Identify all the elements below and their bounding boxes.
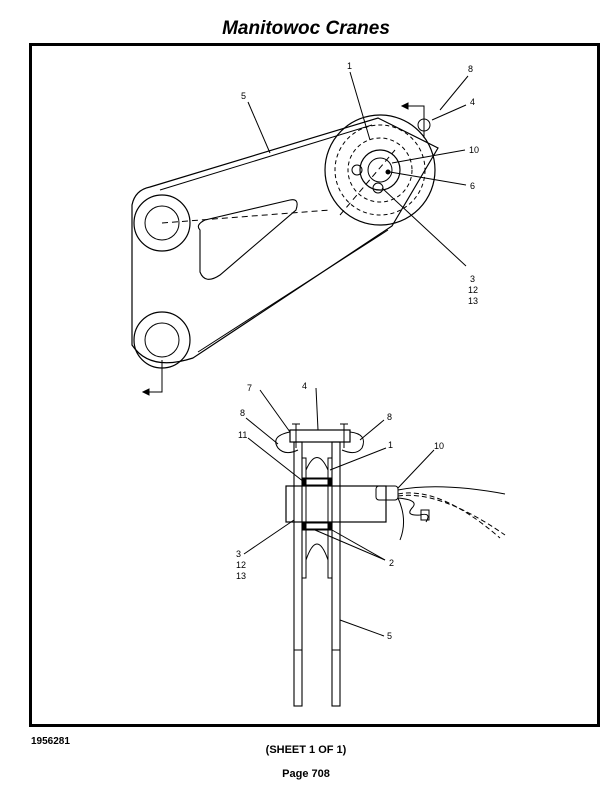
leader-5 <box>247 101 271 154</box>
sheave-arc-bottom <box>305 543 329 561</box>
callout-10-bottom: 10 <box>434 441 444 451</box>
clevis-right <box>331 649 341 707</box>
sensor-cable-1 <box>397 486 506 495</box>
section-arrowhead-top <box>400 102 409 110</box>
section-arrow-bottom <box>143 360 163 393</box>
upper-pin-outer <box>133 194 191 252</box>
centerline-dashed <box>161 209 331 224</box>
leader-b2a <box>314 529 386 561</box>
inner-plate-right <box>327 457 333 579</box>
callout-4-bottom: 4 <box>302 381 307 391</box>
sheave-pin <box>367 157 393 183</box>
arm-assembly-top-view <box>131 71 469 396</box>
retainer-strap <box>397 497 404 541</box>
cap-bolt-right <box>340 423 348 448</box>
callout-6: 6 <box>470 181 475 191</box>
page-title: Manitowoc Cranes <box>222 18 390 39</box>
page-number: Page 708 <box>282 768 330 780</box>
callout-8-right: 8 <box>387 412 392 422</box>
clevis-left <box>293 649 303 707</box>
sheave-dashed-1 <box>334 124 426 216</box>
side-plate-left <box>293 441 303 707</box>
upper-pin-inner <box>144 205 180 241</box>
leader-b1 <box>329 447 387 471</box>
leader-4 <box>431 104 467 121</box>
leader-1 <box>349 71 371 141</box>
callout-1-bottom: 1 <box>388 440 393 450</box>
leader-b8b <box>359 419 385 441</box>
inner-plate-left <box>301 457 307 579</box>
leader-10 <box>391 149 466 164</box>
retainer-bolt-2 <box>372 182 384 194</box>
section-arrowhead-bottom <box>141 388 150 396</box>
leader-b8a <box>245 417 279 445</box>
leader-8 <box>439 75 469 111</box>
arm-edge-line <box>159 124 373 191</box>
leader-b10 <box>397 449 435 489</box>
sheave-hub <box>359 149 401 191</box>
sheave-outer <box>324 114 436 226</box>
lower-pin-outer <box>133 311 191 369</box>
centerline-diag <box>339 149 396 216</box>
callout-5: 5 <box>241 91 246 101</box>
lockwire-left <box>275 431 299 454</box>
leader-6 <box>389 171 467 186</box>
callout-3: 3 <box>470 274 475 284</box>
callout-5-bottom: 5 <box>387 631 392 641</box>
top-callouts: 1 5 8 4 10 6 3 12 13 <box>241 61 479 306</box>
side-plate-right <box>331 441 341 707</box>
cap-bolt-left <box>292 423 300 448</box>
sensor-body <box>375 485 399 501</box>
callout-12: 12 <box>468 285 478 295</box>
hub-block <box>285 485 387 523</box>
drawing-frame <box>29 43 600 727</box>
leader-b7 <box>259 389 291 433</box>
callout-13: 13 <box>468 296 478 306</box>
leader-b11 <box>247 437 305 483</box>
cap-plate <box>289 429 351 443</box>
sheave-arc-top <box>305 457 329 471</box>
callout-13-bottom: 13 <box>236 571 246 581</box>
sensor-plug <box>420 509 430 521</box>
callout-3-bottom: 3 <box>236 549 241 559</box>
callout-8: 8 <box>468 64 473 74</box>
callout-4: 4 <box>470 97 475 107</box>
callout-1: 1 <box>347 61 352 71</box>
sensor-wire <box>397 497 429 523</box>
lower-bushing-hatch <box>305 522 329 530</box>
retainer-bolt-1 <box>351 164 363 176</box>
lower-pin-inner <box>144 322 180 358</box>
arm-lower-edge <box>197 229 389 353</box>
bottom-callouts: 7 4 8 8 11 1 10 3 12 13 2 5 <box>236 381 444 641</box>
callout-10: 10 <box>469 145 479 155</box>
sheave-dashed-2 <box>347 137 413 203</box>
lockwire-right <box>341 431 364 454</box>
arm-cutout <box>197 199 298 280</box>
sensor-cable-3 <box>397 492 501 539</box>
sheet-label: (SHEET 1 OF 1) <box>265 744 347 756</box>
sensor-cable-2 <box>397 494 506 536</box>
callout-11: 11 <box>238 430 247 440</box>
upper-bushing-hatch <box>305 478 329 486</box>
callout-8-left: 8 <box>240 408 245 418</box>
drawing-number: 1956281 <box>31 736 70 747</box>
leader-b5 <box>339 619 385 637</box>
callout-7: 7 <box>247 383 252 393</box>
callout-2: 2 <box>389 558 394 568</box>
leader-b4 <box>315 387 319 431</box>
leader-b3 <box>243 519 295 555</box>
arm-assembly-section-view <box>243 387 506 707</box>
hub-divider <box>301 486 333 522</box>
sheave-grease-fitting <box>385 169 391 175</box>
section-arrow-top <box>402 105 425 118</box>
leader-b2b <box>331 529 386 561</box>
callout-12-bottom: 12 <box>236 560 246 570</box>
leader-3 <box>381 187 467 267</box>
